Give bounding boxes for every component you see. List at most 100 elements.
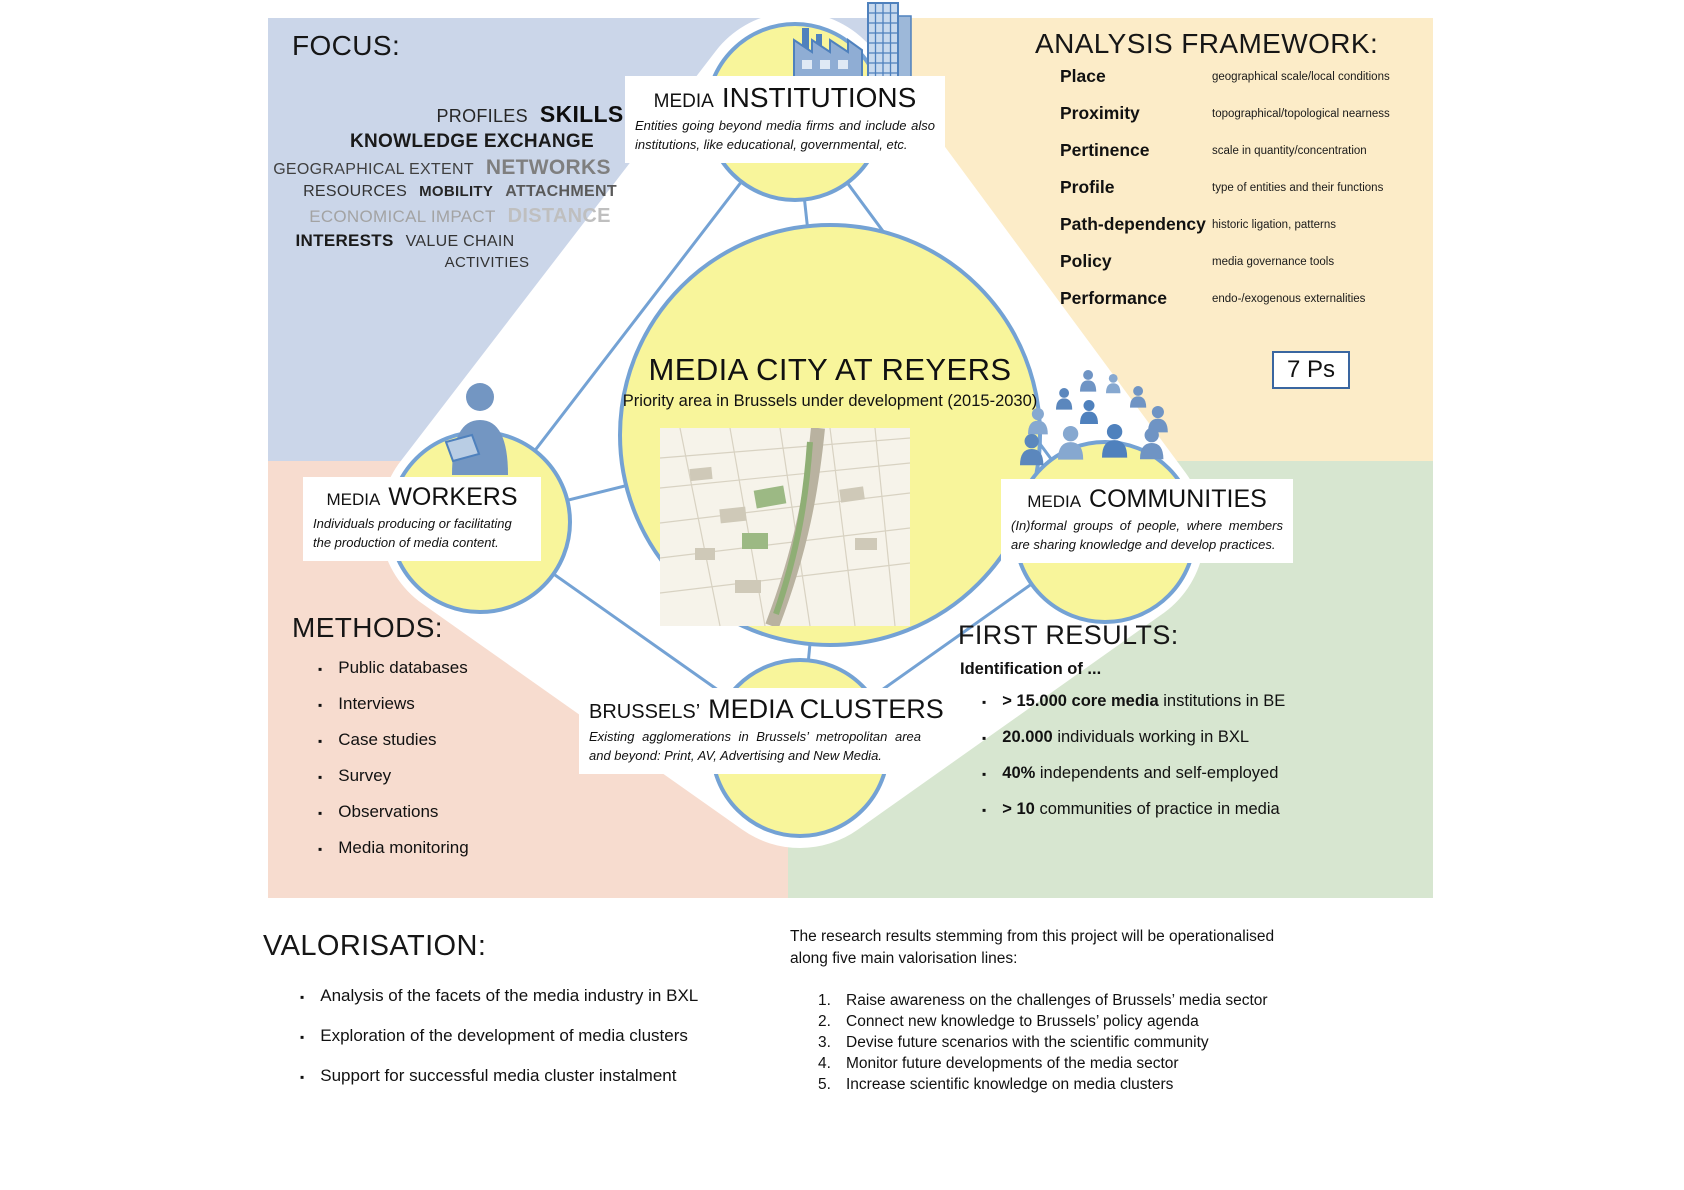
node-title: WORKERS bbox=[388, 483, 518, 511]
analysis-framework-title: ANALYSIS FRAMEWORK: bbox=[1035, 28, 1379, 59]
analysis-term: Place bbox=[1060, 66, 1106, 86]
analysis-description: geographical scale/local conditions bbox=[1212, 71, 1390, 83]
square-bullet-icon: ▪ bbox=[982, 695, 987, 709]
focus-keyword: VALUE CHAIN bbox=[405, 232, 515, 250]
square-bullet-icon: ▪ bbox=[982, 803, 987, 817]
valorisation-line-number: 3. bbox=[818, 1034, 831, 1051]
analysis-row: Performance endo-/exogenous externalities bbox=[1060, 288, 1432, 309]
media-institutions-description: Entities going beyond media firms and in… bbox=[635, 118, 935, 153]
valorisation-line: 5. Increase scientific knowledge on media… bbox=[818, 1074, 1268, 1095]
valorisation-item-label: Analysis of the facets of the media indu… bbox=[320, 986, 699, 1005]
analysis-list: Place geographical scale/local conditions… bbox=[1060, 66, 1432, 325]
results-item-label: independents and self-employed bbox=[1035, 764, 1279, 782]
valorisation-list: ▪ Analysis of the facets of the media ind… bbox=[300, 986, 698, 1106]
reyers-masterplan-image bbox=[660, 428, 910, 626]
center-node-subtitle: Priority area in Brussels under developm… bbox=[622, 392, 1038, 410]
valorisation-line: 1.Raise awareness on the challenges of B… bbox=[818, 990, 1268, 1011]
methods-item: ▪ Survey bbox=[318, 766, 469, 786]
valorisation-item: ▪ Exploration of the development of media… bbox=[300, 1026, 698, 1046]
analysis-description: historic ligation, patterns bbox=[1212, 219, 1337, 231]
square-bullet-icon: ▪ bbox=[982, 731, 987, 745]
valorisation-line-label: Monitor future developments of the media… bbox=[846, 1055, 1179, 1072]
results-item-label: individuals working in BXL bbox=[1052, 728, 1250, 746]
node-prefix: BRUSSELS’ bbox=[589, 701, 701, 723]
valorisation-line-number: 2. bbox=[818, 1013, 831, 1030]
valorisation-line-number: 1. bbox=[818, 992, 831, 1009]
square-bullet-icon: ▪ bbox=[318, 734, 323, 748]
media-clusters-description: Existing agglomerations in Brussels’ met… bbox=[589, 729, 921, 764]
analysis-description: media governance tools bbox=[1212, 256, 1335, 268]
focus-keyword: DISTANCE bbox=[507, 204, 611, 227]
methods-item-label: Survey bbox=[338, 766, 392, 785]
focus-cloud-line: INTERESTS VALUE CHAIN bbox=[225, 230, 585, 251]
focus-keyword: ECONOMICAL IMPACT bbox=[309, 206, 496, 226]
media-communities-heading: MEDIA COMMUNITIES bbox=[1011, 485, 1283, 513]
valorisation-title: VALORISATION: bbox=[263, 930, 487, 962]
methods-title: METHODS: bbox=[292, 612, 443, 643]
media-communities-description: (In)formal groups of people, where membe… bbox=[1011, 518, 1283, 552]
focus-word-cloud: PROFILES SKILLS KNOWLEDGE EXCHANGE GEOGRAPH… bbox=[273, 102, 640, 277]
focus-cloud-line: ECONOMICAL IMPACT DISTANCE bbox=[280, 204, 640, 227]
analysis-term: Policy bbox=[1060, 251, 1112, 271]
methods-item: ▪Case studies bbox=[318, 730, 469, 750]
square-bullet-icon: ▪ bbox=[318, 770, 323, 784]
analysis-term: Profile bbox=[1060, 177, 1115, 197]
square-bullet-icon: ▪ bbox=[300, 1030, 305, 1044]
person-laptop-icon bbox=[444, 383, 508, 475]
methods-item-label: Interviews bbox=[338, 694, 415, 713]
valorisation-item-label: Exploration of the development of media … bbox=[320, 1026, 688, 1045]
results-item: ▪ 40% independents and self-employed bbox=[982, 764, 1285, 783]
methods-item: ▪Media monitoring bbox=[318, 838, 469, 858]
analysis-description: endo-/exogenous externalities bbox=[1212, 293, 1366, 305]
square-bullet-icon: ▪ bbox=[318, 806, 323, 820]
methods-list: ▪ Public databases ▪ Interviews ▪Case studie… bbox=[318, 658, 469, 874]
valorisation-item-label: Support for successful media cluster ins… bbox=[320, 1066, 677, 1085]
focus-keyword: GEOGRAPHICAL EXTENT bbox=[273, 160, 474, 178]
square-bullet-icon: ▪ bbox=[318, 842, 323, 856]
valorisation-lines: 1.Raise awareness on the challenges of B… bbox=[818, 990, 1268, 1095]
factory-buildings-icon bbox=[793, 2, 912, 84]
valorisation-line-label: Connect new knowledge to Brussels’ polic… bbox=[846, 1013, 1199, 1030]
focus-cloud-line: PROFILES SKILLS bbox=[350, 102, 710, 127]
square-bullet-icon: ▪ bbox=[300, 1070, 305, 1084]
media-communities-label: MEDIA COMMUNITIES (In)formal groups of pe… bbox=[1001, 479, 1293, 563]
analysis-description: scale in quantity/concentration bbox=[1212, 145, 1367, 157]
results-item: ▪ 20.000 individuals working in BXL bbox=[982, 728, 1285, 747]
focus-keyword: KNOWLEDGE EXCHANGE bbox=[350, 130, 594, 152]
focus-keyword: ATTACHMENT bbox=[505, 182, 617, 200]
square-bullet-icon: ▪ bbox=[318, 662, 323, 676]
valorisation-line-label: Devise future scenarios with the scienti… bbox=[846, 1034, 1209, 1051]
methods-item-label: Public databases bbox=[338, 658, 468, 677]
analysis-description: topographical/topological nearness bbox=[1212, 108, 1390, 120]
valorisation-line-label: Increase scientific knowledge on media c… bbox=[846, 1076, 1174, 1093]
focus-keyword: INTERESTS bbox=[295, 230, 394, 250]
first-results-subtitle: Identification of ... bbox=[960, 660, 1102, 678]
results-item-value: 40% bbox=[1002, 764, 1036, 782]
analysis-row: Path-dependency historic ligation, patter… bbox=[1060, 214, 1432, 235]
focus-keyword: SKILLS bbox=[539, 101, 624, 127]
analysis-row: Policy media governance tools bbox=[1060, 251, 1432, 272]
square-bullet-icon: ▪ bbox=[318, 698, 323, 712]
analysis-term: Pertinence bbox=[1060, 140, 1150, 160]
seven-ps-badge: 7 Ps bbox=[1272, 351, 1351, 389]
media-workers-description: Individuals producing or facilitating th… bbox=[313, 516, 512, 550]
square-bullet-icon: ▪ bbox=[982, 767, 987, 781]
methods-item: ▪Observations bbox=[318, 802, 469, 822]
analysis-term: Path-dependency bbox=[1060, 214, 1206, 234]
node-prefix: MEDIA bbox=[1027, 492, 1082, 511]
node-title: COMMUNITIES bbox=[1089, 485, 1267, 513]
focus-keyword: ACTIVITIES bbox=[444, 254, 530, 272]
results-item-value: 20.000 bbox=[1002, 728, 1053, 746]
focus-keyword: PROFILES bbox=[436, 106, 528, 126]
analysis-term: Performance bbox=[1060, 288, 1167, 308]
results-item: ▪> 15.000 core media institutions in BE bbox=[982, 692, 1285, 711]
valorisation-item: ▪ Support for successful media cluster in… bbox=[300, 1066, 698, 1086]
valorisation-line: 2. Connect new knowledge to Brussels’ pol… bbox=[818, 1011, 1268, 1032]
valorisation-line-number: 5. bbox=[818, 1076, 831, 1093]
focus-cloud-line: KNOWLEDGE EXCHANGE bbox=[292, 130, 652, 152]
